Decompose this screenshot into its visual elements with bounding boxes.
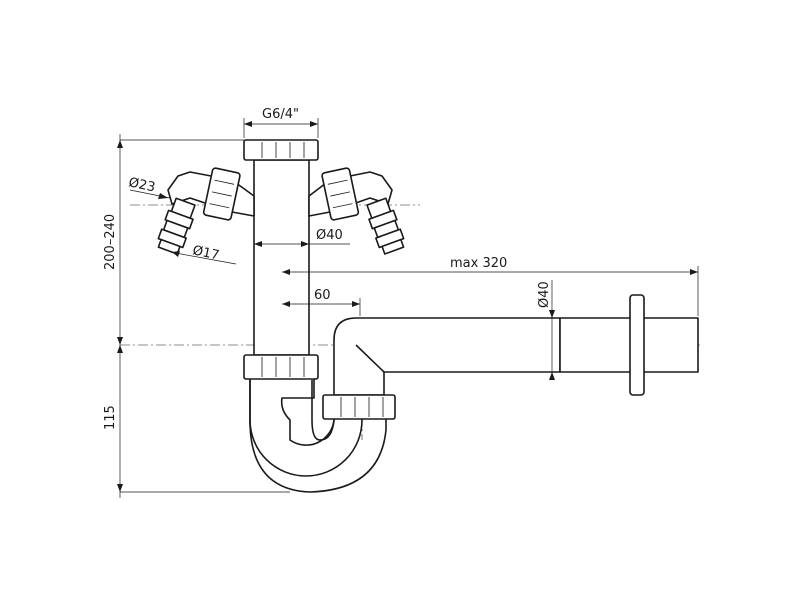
hose-outer-dia-label: Ø23 bbox=[127, 175, 156, 195]
dimension-outlet-pipe: Ø40 bbox=[537, 280, 555, 380]
middle-coupling-nut bbox=[243, 354, 319, 380]
vertical-pipe-dia-label: Ø40 bbox=[316, 228, 343, 243]
dimension-vertical-pipe: Ø40 bbox=[254, 228, 350, 247]
outlet-pipe bbox=[559, 294, 699, 396]
dimension-lower-height: 115 bbox=[103, 345, 290, 498]
outlet-coupling-nut bbox=[322, 394, 396, 420]
outlet-elbow bbox=[333, 317, 561, 396]
lower-height-label: 115 bbox=[103, 405, 118, 430]
dimension-offset: 60 bbox=[282, 288, 361, 316]
hose-inner-dia-label: Ø17 bbox=[191, 243, 220, 263]
left-hose-connector bbox=[157, 167, 255, 255]
right-hose-connector bbox=[308, 167, 405, 255]
dimension-upper-height: 200–240 bbox=[103, 134, 254, 345]
top-coupling-nut bbox=[243, 139, 319, 161]
offset-label: 60 bbox=[314, 288, 331, 303]
outlet-pipe-dia-label: Ø40 bbox=[537, 281, 552, 308]
vertical-pipe bbox=[253, 159, 310, 356]
outlet-length-label: max 320 bbox=[450, 256, 507, 271]
dimension-thread: G6/4" bbox=[243, 107, 319, 138]
dimension-hose-outer: Ø23 bbox=[127, 175, 171, 199]
upper-height-label: 200–240 bbox=[103, 214, 118, 270]
dimension-hose-inner: Ø17 bbox=[169, 243, 237, 265]
thread-label: G6/4" bbox=[262, 107, 299, 122]
dimension-outlet-length: max 320 bbox=[282, 256, 699, 316]
